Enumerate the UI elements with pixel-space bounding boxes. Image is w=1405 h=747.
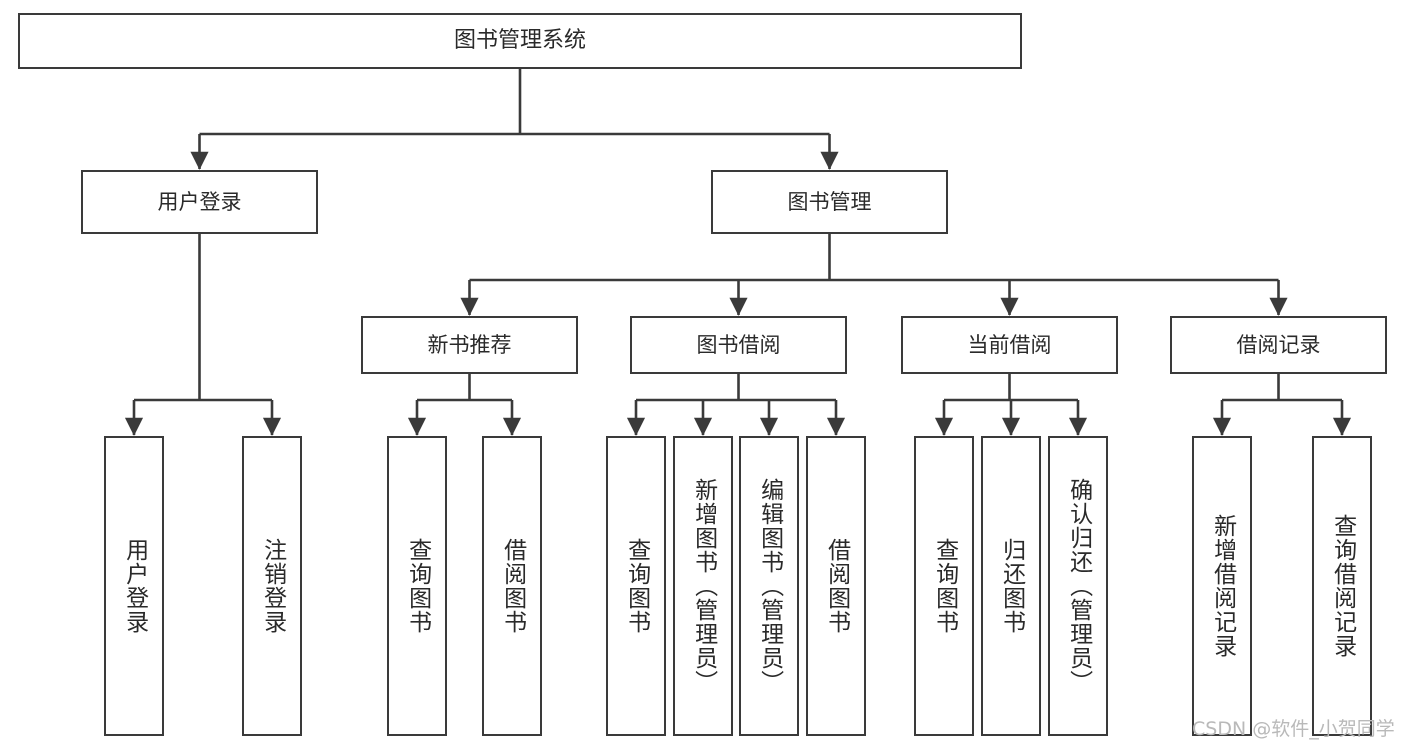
node-leaf-query-record[interactable]: 查询借阅记录 bbox=[1312, 436, 1372, 736]
node-leaf-add-record[interactable]: 新增借阅记录 bbox=[1192, 436, 1252, 736]
node-label: 借阅图书 bbox=[823, 538, 850, 634]
node-label: 新增图书（管理员） bbox=[690, 478, 717, 694]
node-label: 图书借阅 bbox=[696, 332, 781, 357]
node-label: 查询图书 bbox=[404, 538, 431, 634]
node-leaf-borrow-book-2[interactable]: 借阅图书 bbox=[806, 436, 866, 736]
node-leaf-query-book-1[interactable]: 查询图书 bbox=[387, 436, 447, 736]
node-user-login[interactable]: 用户登录 bbox=[81, 170, 318, 234]
node-label: 图书管理系统 bbox=[453, 28, 586, 54]
node-label: 新书推荐 bbox=[427, 332, 512, 357]
node-leaf-add-book[interactable]: 新增图书（管理员） bbox=[673, 436, 733, 736]
node-label: 注销登录 bbox=[259, 538, 286, 634]
node-label: 查询图书 bbox=[931, 538, 958, 634]
node-leaf-query-book-3[interactable]: 查询图书 bbox=[914, 436, 974, 736]
node-leaf-query-book-2[interactable]: 查询图书 bbox=[606, 436, 666, 736]
node-new-book-rec[interactable]: 新书推荐 bbox=[361, 316, 578, 374]
node-label: 用户登录 bbox=[157, 189, 242, 214]
node-leaf-edit-book[interactable]: 编辑图书（管理员） bbox=[739, 436, 799, 736]
node-label: 图书管理 bbox=[787, 189, 872, 214]
node-label: 借阅记录 bbox=[1236, 332, 1321, 357]
node-leaf-return-book[interactable]: 归还图书 bbox=[981, 436, 1041, 736]
watermark-text: CSDN @软件_小贺同学 bbox=[1192, 718, 1395, 740]
node-leaf-borrow-book-1[interactable]: 借阅图书 bbox=[482, 436, 542, 736]
node-book-manage[interactable]: 图书管理 bbox=[711, 170, 948, 234]
node-label: 新增借阅记录 bbox=[1209, 514, 1236, 658]
node-leaf-user-login[interactable]: 用户登录 bbox=[104, 436, 164, 736]
node-label: 归还图书 bbox=[998, 538, 1025, 634]
node-current-borrow[interactable]: 当前借阅 bbox=[901, 316, 1118, 374]
node-book-borrow[interactable]: 图书借阅 bbox=[630, 316, 847, 374]
node-root[interactable]: 图书管理系统 bbox=[18, 13, 1022, 69]
node-label: 确认归还（管理员） bbox=[1065, 478, 1092, 694]
node-label: 编辑图书（管理员） bbox=[756, 478, 783, 694]
node-label: 查询图书 bbox=[623, 538, 650, 634]
node-label: 借阅图书 bbox=[499, 538, 526, 634]
node-leaf-user-logout[interactable]: 注销登录 bbox=[242, 436, 302, 736]
node-label: 用户登录 bbox=[121, 538, 148, 634]
node-label: 当前借阅 bbox=[967, 332, 1052, 357]
node-label: 查询借阅记录 bbox=[1329, 514, 1356, 658]
node-borrow-record[interactable]: 借阅记录 bbox=[1170, 316, 1387, 374]
node-leaf-confirm-return[interactable]: 确认归还（管理员） bbox=[1048, 436, 1108, 736]
